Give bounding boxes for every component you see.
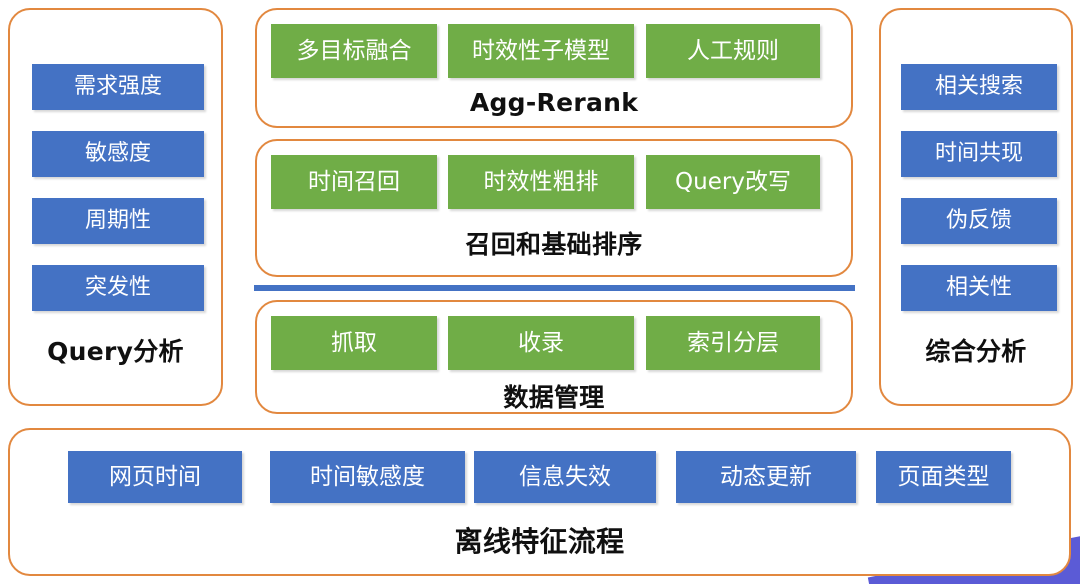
panel-query-analysis[interactable]: 需求强度 敏感度 周期性 突发性 Query分析	[8, 8, 223, 406]
chip-comprehensive-analysis-0[interactable]: 相关搜索	[901, 64, 1057, 110]
chip-offline-feature-flow-0[interactable]: 网页时间	[68, 451, 242, 503]
chip-comprehensive-analysis-2[interactable]: 伪反馈	[901, 198, 1057, 244]
panel-label-comprehensive-analysis: 综合分析	[925, 337, 1027, 366]
chip-query-analysis-0[interactable]: 需求强度	[32, 64, 204, 110]
chip-offline-feature-flow-3[interactable]: 动态更新	[676, 451, 856, 503]
chip-recall-base-rank-0[interactable]: 时间召回	[271, 155, 437, 209]
panel-data-management[interactable]: 抓取 收录 索引分层 数据管理	[255, 300, 853, 414]
chip-offline-feature-flow-1[interactable]: 时间敏感度	[270, 451, 465, 503]
panel-label-offline-feature-flow: 离线特征流程	[454, 525, 625, 558]
chip-data-management-2[interactable]: 索引分层	[646, 316, 820, 370]
panel-agg-rerank[interactable]: 多目标融合 时效性子模型 人工规则 Agg-Rerank	[255, 8, 853, 128]
chip-query-analysis-2[interactable]: 周期性	[32, 198, 204, 244]
panel-label-query-analysis: Query分析	[47, 337, 184, 366]
blue-divider-bar	[254, 285, 855, 291]
chip-recall-base-rank-2[interactable]: Query改写	[646, 155, 820, 209]
chip-recall-base-rank-1[interactable]: 时效性粗排	[448, 155, 634, 209]
panel-label-agg-rerank: Agg-Rerank	[469, 88, 639, 117]
chip-data-management-0[interactable]: 抓取	[271, 316, 437, 370]
chip-comprehensive-analysis-1[interactable]: 时间共现	[901, 131, 1057, 177]
chip-offline-feature-flow-4[interactable]: 页面类型	[876, 451, 1011, 503]
panel-label-data-management: 数据管理	[503, 383, 605, 412]
chip-data-management-1[interactable]: 收录	[448, 316, 634, 370]
panel-label-recall-base-rank: 召回和基础排序	[465, 230, 643, 259]
chip-query-analysis-1[interactable]: 敏感度	[32, 131, 204, 177]
chip-agg-rerank-2[interactable]: 人工规则	[646, 24, 820, 78]
chip-agg-rerank-1[interactable]: 时效性子模型	[448, 24, 634, 78]
panel-comprehensive-analysis[interactable]: 相关搜索 时间共现 伪反馈 相关性 综合分析	[879, 8, 1073, 406]
chip-offline-feature-flow-2[interactable]: 信息失效	[474, 451, 656, 503]
chip-query-analysis-3[interactable]: 突发性	[32, 265, 204, 311]
chip-comprehensive-analysis-3[interactable]: 相关性	[901, 265, 1057, 311]
panel-recall-base-rank[interactable]: 时间召回 时效性粗排 Query改写 召回和基础排序	[255, 139, 853, 277]
panel-offline-feature-flow[interactable]: 网页时间 时间敏感度 信息失效 动态更新 页面类型 离线特征流程	[8, 428, 1071, 576]
chip-agg-rerank-0[interactable]: 多目标融合	[271, 24, 437, 78]
